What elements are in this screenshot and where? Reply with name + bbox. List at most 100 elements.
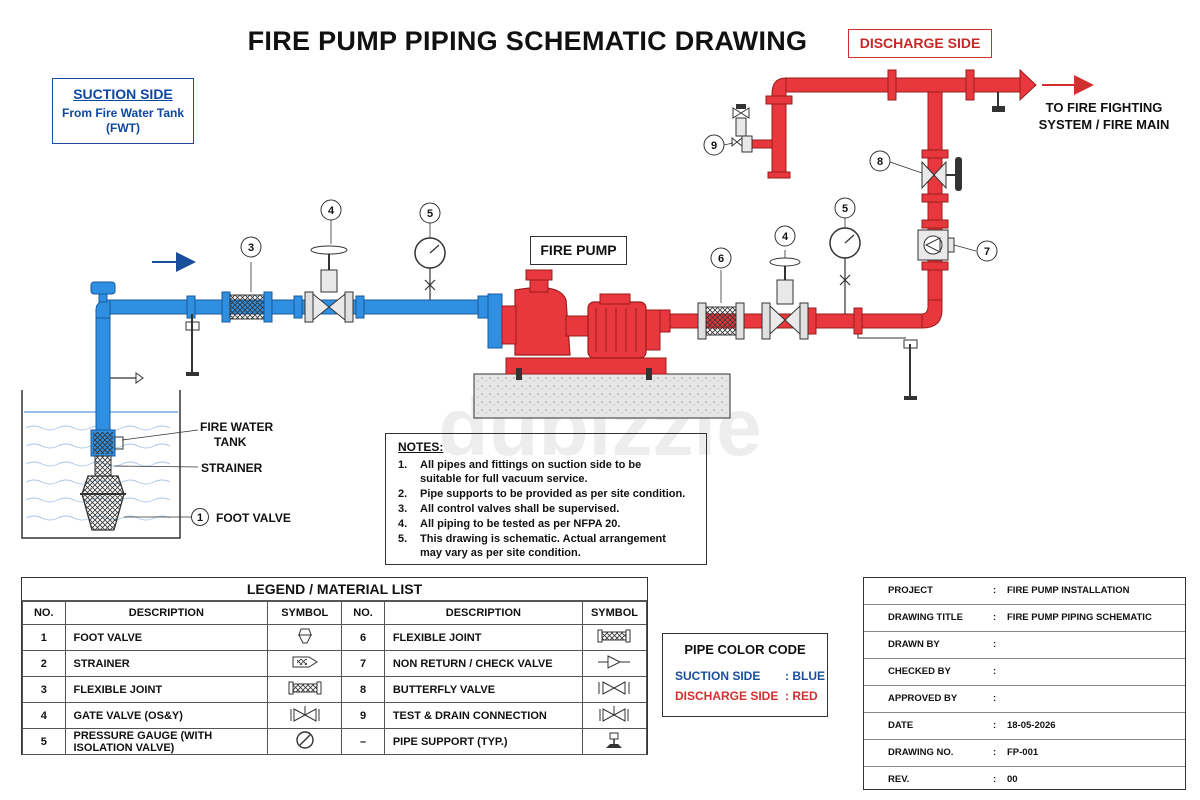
legend-desc: BUTTERFLY VALVE [383,676,583,703]
callout-1: 1 [191,508,209,526]
legend-no: 4 [22,702,66,729]
suction-side-sub1: From Fire Water Tank [61,106,185,120]
legend-no: 5 [22,728,66,755]
note-item: 3.All control valves shall be supervised… [398,502,694,516]
pipe-color-discharge-row: DISCHARGE SIDE : RED [663,689,827,703]
title-block-value: FIRE PUMP INSTALLATION [1007,585,1130,596]
legend-header-desc-2: DESCRIPTION [383,601,583,625]
note-number: 2. [398,488,408,500]
pipe-color-code-box: PIPE COLOR CODE SUCTION SIDE : BLUE DISC… [662,633,828,717]
title-block-row: APPROVED BY: [864,686,1185,713]
callout-1-text: 1 [197,512,203,524]
to-fire-main-label: TO FIRE FIGHTING SYSTEM / FIRE MAIN [1024,99,1184,133]
legend-symbol [581,728,648,755]
pipe-support-icon [606,732,623,748]
suction-side-title: SUCTION SIDE [73,86,173,102]
fire-pump-unit [473,269,731,419]
legend-desc: PIPE SUPPORT (TYP.) [383,728,583,755]
title-block-row: DATE:18-05-2026 [864,713,1185,740]
legend-no: 1 [22,624,66,651]
note-item: 1. All pipes and fittings on suction side… [398,458,694,486]
tank-label-line2: TANK [214,435,247,449]
legend-no: 8 [341,676,385,703]
callout-4-suction: 4 [320,199,342,221]
callout-7: 7 [976,240,998,262]
callout-7-text: 7 [984,246,990,258]
legend-symbol [267,702,343,729]
title-block-row: PROJECT:FIRE PUMP INSTALLATION [864,578,1185,605]
tank-label-line1: FIRE WATER [200,420,274,434]
legend-caption: LEGEND / MATERIAL LIST [22,578,647,601]
callout-9: 9 [703,134,725,156]
note-text-line1: This drawing is schematic. Actual arrang… [420,533,666,545]
legend-symbol [267,624,343,651]
legend-symbol [581,624,648,651]
title-block: PROJECT:FIRE PUMP INSTALLATION DRAWING T… [863,577,1186,790]
legend-desc: FOOT VALVE [64,624,269,651]
callout-5a-text: 5 [427,208,433,220]
legend-desc: FLEXIBLE JOINT [64,676,269,703]
callout-5-suction: 5 [419,202,441,224]
title-block-key: DRAWING NO. [888,747,954,758]
legend-table: NO. DESCRIPTION SYMBOL NO. DESCRIPTION S… [22,601,648,755]
note-number: 3. [398,503,408,515]
legend-row: 4 GATE VALVE (OS&Y) 9 TEST & DRAIN CONNE… [22,702,648,729]
pipe-color-suction-row: SUCTION SIDE : BLUE [663,669,827,683]
test-drain-connection [723,104,773,153]
note-text-line2: suitable for full vacuum service. [420,473,588,485]
flexible-joint-icon [288,681,322,695]
pressure-gauge-suction [414,223,446,300]
legend-no: 6 [341,624,385,651]
legend-desc: FLEXIBLE JOINT [383,624,583,651]
legend-desc: TEST & DRAIN CONNECTION [383,702,583,729]
callout-4-discharge: 4 [774,225,796,247]
legend-symbol [267,650,343,677]
legend-symbol [581,650,648,677]
legend-header-no: NO. [22,601,66,625]
callout-9-text: 9 [711,140,717,152]
note-number: 5. [398,533,408,545]
legend-symbol [267,728,343,755]
pipe-color-suction-label: SUCTION SIDE [675,669,761,683]
title-block-row: DRAWING TITLE:FIRE PUMP PIPING SCHEMATIC [864,605,1185,632]
legend-header-sym: SYMBOL [267,601,343,625]
pressure-gauge-discharge [829,218,861,314]
legend-desc: GATE VALVE (OS&Y) [64,702,269,729]
fire-pump-label: FIRE PUMP [530,236,627,265]
legend-header-no-2: NO. [341,601,385,625]
note-text: Pipe supports to be provided as per site… [420,488,686,500]
foot-valve-icon [297,628,312,644]
to-fire-line1: TO FIRE FIGHTING [1045,100,1163,115]
callout-bubbles: 1 3 4 5 6 4 5 7 8 9 [191,134,998,526]
drawing-title: FIRE PUMP PIPING SCHEMATIC DRAWING [247,26,808,56]
title-block-key: APPROVED BY [888,693,958,704]
pipe-color-discharge-label: DISCHARGE SIDE [675,689,779,703]
legend-symbol [581,702,648,729]
title-block-row: DRAWN BY: [864,632,1185,659]
note-text: All pipes and fittings on suction side t… [420,458,641,486]
foot-valve-assembly [80,429,199,531]
legend-symbol [267,676,343,703]
flexible-joint-icon [597,629,631,643]
note-item: 2. Pipe supports to be provided as per si… [398,487,694,501]
flexible-joint-suction [221,262,273,323]
note-number: 4. [398,518,408,530]
title-block-key: CHECKED BY [888,666,951,677]
butterfly-valve [889,157,962,191]
legend-no: 9 [341,702,385,729]
pipe-color-suction-value: : BLUE [785,669,825,683]
note-number: 1. [398,459,408,471]
title-block-key: PROJECT [888,585,933,596]
note-text: This drawing is schematic. Actual arrang… [420,532,666,560]
note-text: All piping to be tested as per NFPA 20. [420,518,621,530]
pipe-color-discharge-value: : RED [785,689,818,703]
legend-no: 3 [22,676,66,703]
pressure-gauge-icon [296,731,314,749]
legend-desc: NON RETURN / CHECK VALVE [383,650,583,677]
legend-row: 3 FLEXIBLE JOINT 8 BUTTERFLY VALVE [22,676,648,703]
title-block-row: CHECKED BY: [864,659,1185,686]
title-block-key: DATE [888,720,914,731]
callout-8-text: 8 [877,156,883,168]
